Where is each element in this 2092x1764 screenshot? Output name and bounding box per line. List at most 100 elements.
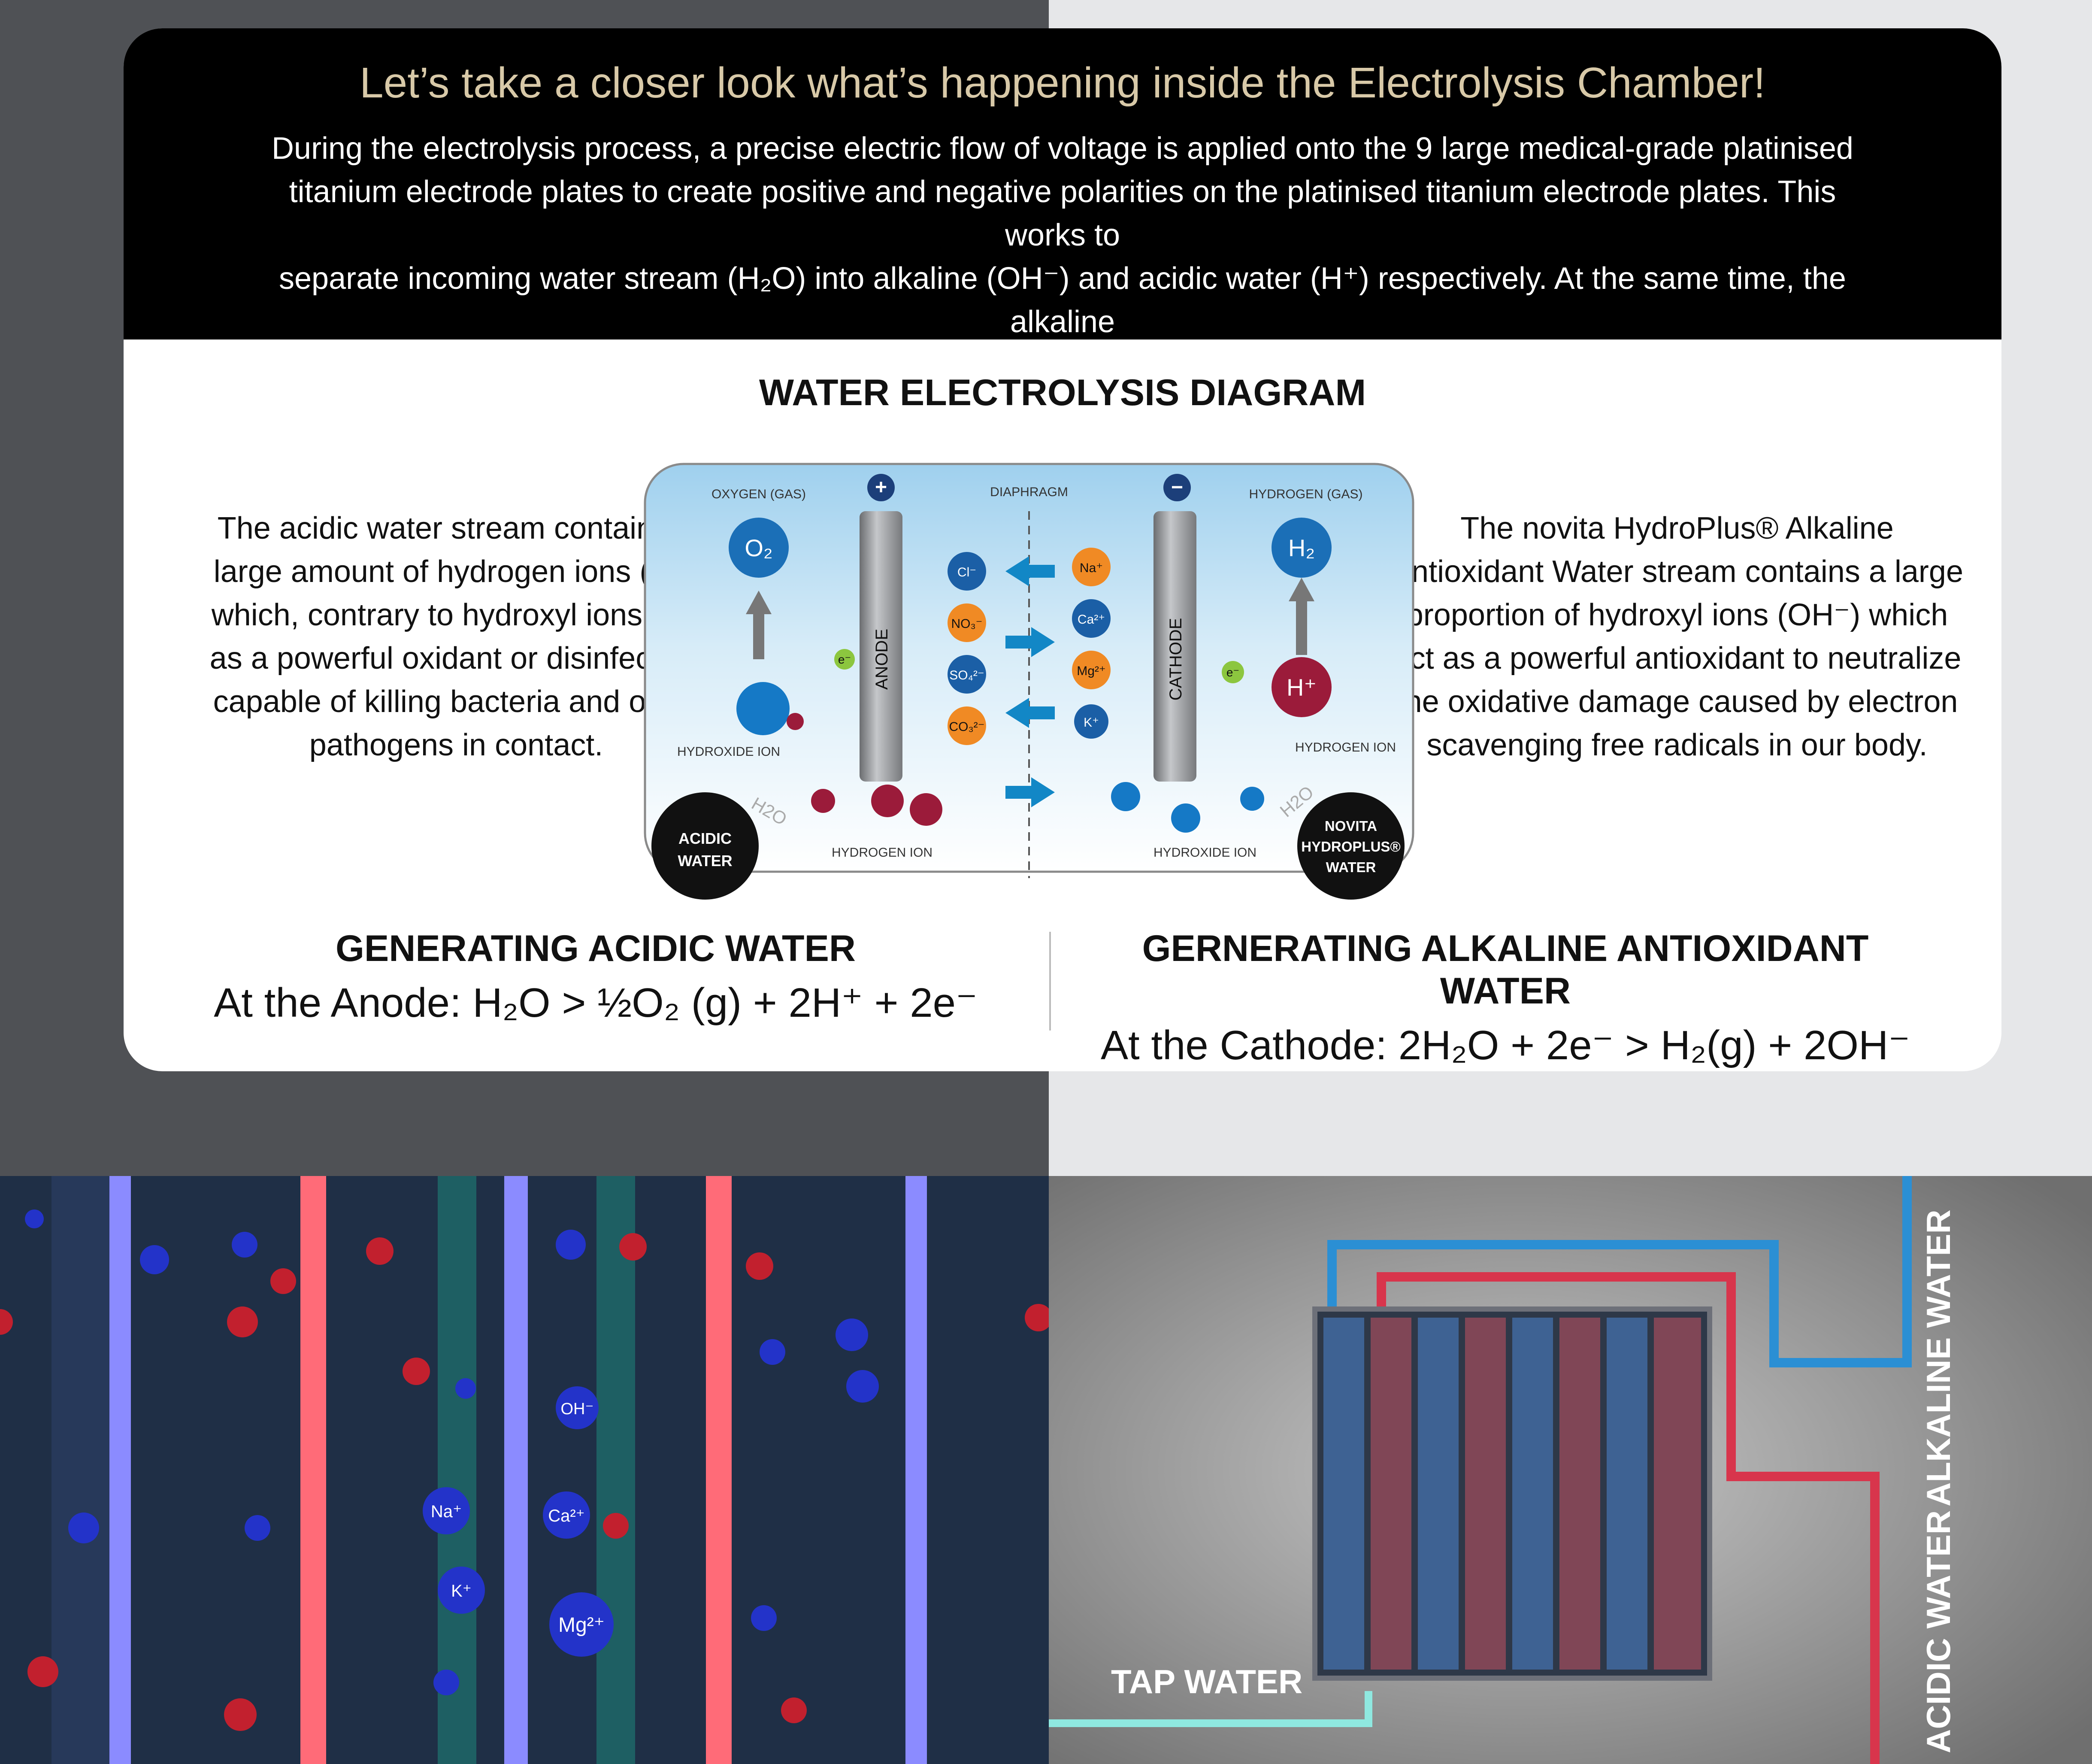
electron-icon (834, 649, 855, 670)
ion-sphere (25, 1209, 44, 1228)
up-arrow-left-head (746, 591, 772, 614)
ion-sphere (1025, 1304, 1049, 1331)
ion-sphere (27, 1656, 58, 1687)
ion-sphere (423, 1487, 470, 1534)
blue-electrode (109, 1176, 131, 1764)
plus-sign: + (875, 476, 887, 499)
electron-label: e⁻ (1226, 666, 1239, 679)
ion-sphere (746, 1252, 773, 1280)
header-line: separate incoming water stream (H₂O) int… (279, 261, 1846, 339)
oxygen-molecule (729, 518, 789, 578)
chamber-cell-blue (1323, 1318, 1364, 1670)
card-header: Let’s take a closer look what’s happenin… (124, 28, 2001, 382)
ion-sphere (0, 1309, 13, 1335)
hydrogen-molecule (1272, 518, 1332, 578)
anion-icon (948, 552, 986, 591)
hydroxide-h-atom (787, 713, 804, 730)
hydrogen-ion-small (811, 789, 835, 813)
acidic-text-line: large amount of hydrogen ions (H⁺) (213, 555, 699, 589)
ion-sphere (270, 1268, 296, 1294)
arrow-right-icon (1005, 777, 1055, 807)
cation-icon (1072, 548, 1111, 586)
cation-column: Na⁺ Ca²⁺ Mg²⁺ K⁺ (1072, 548, 1111, 739)
hydroxide-ion-left (736, 682, 790, 735)
hydroxide-ion-small (1111, 782, 1140, 811)
acidic-water-badge (651, 792, 759, 900)
header-title: Let’s take a closer look what’s happenin… (360, 59, 1765, 107)
oxygen-gas-label: OXYGEN (GAS) (711, 487, 806, 501)
acidic-water-label: ACIDIC WATER (1919, 1510, 1957, 1753)
minus-icon (1163, 474, 1191, 501)
acidic-equation: At the Anode: H₂O > ½O₂ (g) + 2H⁺ + 2e⁻ (214, 980, 978, 1026)
header-line: and acidic minerals present in the water… (282, 348, 1843, 382)
arrow-right-icon (1005, 627, 1055, 657)
alkaline-pipe (1327, 1176, 1912, 1367)
alkaline-equation-title: GERNERATING ALKALINE ANTIOXIDANT WATER (1142, 928, 1869, 1012)
novita-badge-line: NOVITA (1325, 818, 1377, 834)
ion-sphere (403, 1358, 430, 1385)
hydrogen-ion-small (871, 785, 904, 817)
acidic-equation-title: GENERATING ACIDIC WATER (336, 928, 856, 969)
electron-icon (1222, 661, 1244, 683)
header-line: During the electrolysis process, a preci… (272, 131, 1853, 166)
o2-label: O₂ (745, 534, 772, 561)
acidic-text-line: which, contrary to hydroxyl ions, act (211, 598, 701, 632)
cathode-label: CATHODE (1166, 618, 1185, 701)
anion-label: CO₃²⁻ (949, 720, 984, 734)
ion-label: OH⁻ (560, 1400, 593, 1418)
cation-label: Na⁺ (1080, 561, 1103, 575)
novita-badge-line: WATER (1326, 859, 1376, 875)
ion-sphere (556, 1386, 599, 1429)
alkaline-text-line: proportion of hydroxyl ions (OH⁻) which (1406, 598, 1948, 632)
acidic-description: The acidic water stream contains a large… (145, 507, 767, 767)
red-electrode (706, 1176, 732, 1764)
up-arrow-left (753, 612, 764, 659)
anode-label: ANODE (872, 629, 891, 690)
ion-sphere (140, 1245, 169, 1274)
tank-outline (644, 463, 1414, 873)
hplus-label: H⁺ (1287, 674, 1317, 701)
novita-badge-line: HYDROPLUS® (1301, 839, 1401, 855)
acidic-equation-block: GENERATING ACIDIC WATER At the Anode: H₂… (167, 927, 1025, 1027)
anion-label: Cl⁻ (957, 565, 976, 579)
equation-divider (1049, 932, 1051, 1031)
alkaline-text-line: The novita HydroPlus® Alkaline (1460, 511, 1894, 546)
chamber-cell-red (1371, 1318, 1411, 1670)
anion-icon (948, 655, 986, 694)
minus-sign: − (1171, 476, 1183, 499)
ion-label: Mg²⁺ (558, 1614, 605, 1637)
chamber-cell-blue (1512, 1318, 1553, 1670)
anion-column: Cl⁻ NO₃⁻ SO₄²⁻ CO₃²⁻ (948, 552, 986, 745)
green-channel (596, 1176, 635, 1764)
cathode-electrode (1153, 511, 1196, 782)
red-electrode (300, 1176, 326, 1764)
arrow-left-icon (1005, 556, 1055, 586)
alkaline-text-line: Antioxidant Water stream contains a larg… (1391, 555, 1963, 589)
ion-sphere (836, 1318, 868, 1351)
ion-sphere (751, 1605, 777, 1631)
header-body: During the electrolysis process, a preci… (252, 127, 1873, 387)
up-arrow-right (1296, 599, 1307, 655)
chamber-cell-blue (1607, 1318, 1647, 1670)
ion-sphere (543, 1491, 590, 1539)
ion-sphere (781, 1697, 807, 1723)
ion-sphere (224, 1698, 257, 1731)
anion-icon (948, 603, 986, 642)
ion-sphere (603, 1513, 629, 1539)
diagram-title: WATER ELECTROLYSIS DIAGRAM (759, 372, 1366, 413)
alkaline-equation-block: GERNERATING ALKALINE ANTIOXIDANT WATER A… (1076, 927, 1935, 1069)
plus-icon (867, 474, 895, 501)
electrolysis-diagram: OXYGEN (GAS) DIAPHRAGM HYDROGEN (GAS) + … (644, 463, 1414, 900)
acidic-badge-line: ACIDIC (678, 830, 732, 847)
hydroxide-ion-small (1171, 803, 1200, 833)
ion-sphere (438, 1567, 485, 1614)
ion-sphere (556, 1230, 586, 1260)
ion-sphere (245, 1515, 270, 1541)
hydrogen-gas-label: HYDROGEN (GAS) (1249, 487, 1362, 501)
chamber-cell-red (1465, 1318, 1506, 1670)
chamber-cell-red (1654, 1318, 1701, 1670)
hydrogen-ion-small (910, 793, 942, 826)
hydrogen-ion-right (1272, 657, 1332, 717)
ion-sphere (232, 1232, 257, 1258)
ion-sphere (366, 1237, 394, 1265)
